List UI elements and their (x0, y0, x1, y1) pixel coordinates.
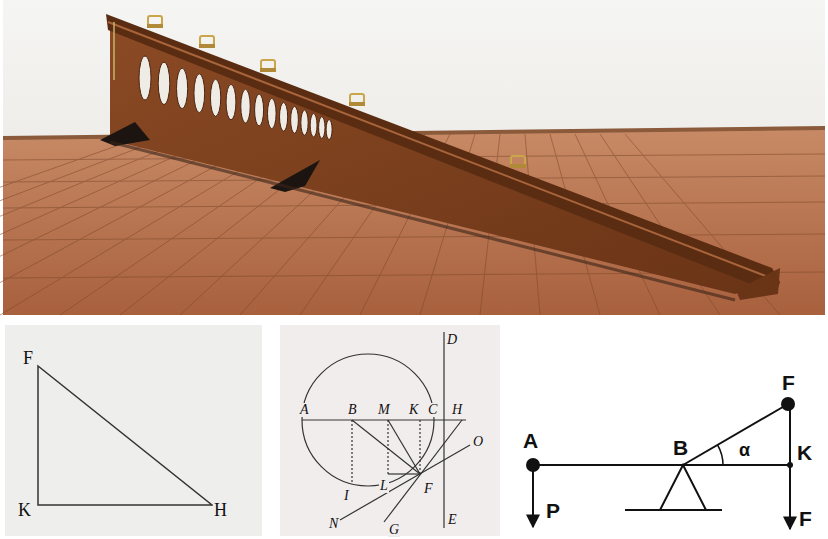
line-kf (419, 420, 420, 474)
ramp-shadow (110, 142, 735, 300)
point-label: O (472, 435, 484, 449)
illustration-part (350, 94, 364, 103)
illustration-part (158, 62, 170, 104)
cord (113, 22, 115, 80)
point-label: α (738, 441, 751, 459)
vertical-line (443, 332, 444, 528)
point-label: F (781, 372, 796, 393)
wall (3, 0, 825, 315)
panel (505, 325, 825, 536)
point-label: G (388, 523, 400, 537)
point-label: A (299, 403, 310, 417)
point-label: B (347, 403, 358, 417)
illustration-part (139, 56, 151, 100)
point-label: P (545, 500, 561, 521)
angle-arc (718, 445, 723, 465)
point-label: F (22, 349, 34, 367)
point-label: K (17, 501, 32, 519)
point-label: H (451, 403, 463, 417)
fulcrum (660, 465, 706, 510)
illustration-part (280, 103, 288, 132)
line-lf (388, 473, 420, 474)
point-label: B (672, 437, 689, 458)
line-bi (351, 420, 352, 484)
photo (0, 0, 825, 315)
panel (280, 325, 500, 536)
lever-arm (533, 464, 790, 466)
ramp-foot (270, 160, 320, 192)
mass-dot (526, 458, 540, 472)
line-mf (388, 420, 420, 474)
line-bf (352, 420, 420, 474)
illustration-part (226, 84, 236, 119)
line-no (340, 445, 470, 520)
illustration-part (194, 74, 205, 113)
point-dot (787, 462, 793, 468)
ground-line (625, 509, 722, 511)
point-label: E (447, 513, 458, 527)
circle-figure (280, 325, 500, 536)
illustration-part (310, 113, 317, 136)
line-ml (387, 420, 388, 474)
ramp-rail (106, 14, 780, 294)
lever-figure (505, 325, 825, 536)
bells (147, 16, 526, 168)
illustration-part (199, 44, 215, 48)
lever-arm (683, 404, 788, 465)
illustration-part (291, 106, 299, 133)
point-label: M (377, 403, 391, 417)
triangle (38, 366, 212, 505)
illustration-part (349, 102, 365, 106)
ramp-foot (100, 122, 150, 146)
point-label: K (408, 403, 419, 417)
illustration-part (147, 24, 163, 28)
rail-groove (108, 22, 776, 280)
diameter-line (302, 419, 466, 420)
point-label: K (796, 442, 813, 463)
illustration-part (148, 16, 162, 25)
line-hg (384, 420, 462, 522)
point-label: I (343, 489, 350, 503)
illustration-part (241, 89, 250, 123)
illustration-part (0, 134, 175, 315)
point-label: L (379, 479, 389, 493)
point-label: H (213, 501, 228, 519)
mass-dot (781, 397, 795, 411)
point-label: F (798, 508, 813, 529)
illustration-part (326, 120, 332, 140)
illustration-part (511, 156, 525, 165)
illustration-part (255, 94, 264, 126)
force-arrow (532, 465, 534, 527)
ramp-end (736, 268, 780, 300)
point-label: C (427, 403, 438, 417)
illustration-part (268, 98, 277, 128)
illustration-part (510, 164, 526, 168)
panel (5, 325, 262, 536)
illustration-part (319, 117, 325, 139)
illustration-part (261, 60, 275, 69)
illustration-part (177, 68, 188, 109)
triangle-figure (5, 325, 262, 536)
point-label: F (423, 482, 434, 496)
point-label: A (522, 430, 539, 451)
point-label: N (328, 517, 339, 531)
illustration-part (260, 68, 276, 72)
illustration-part (200, 36, 214, 45)
illustration-part (301, 110, 308, 135)
point-label: D (446, 333, 458, 347)
illustration-part (210, 79, 220, 116)
